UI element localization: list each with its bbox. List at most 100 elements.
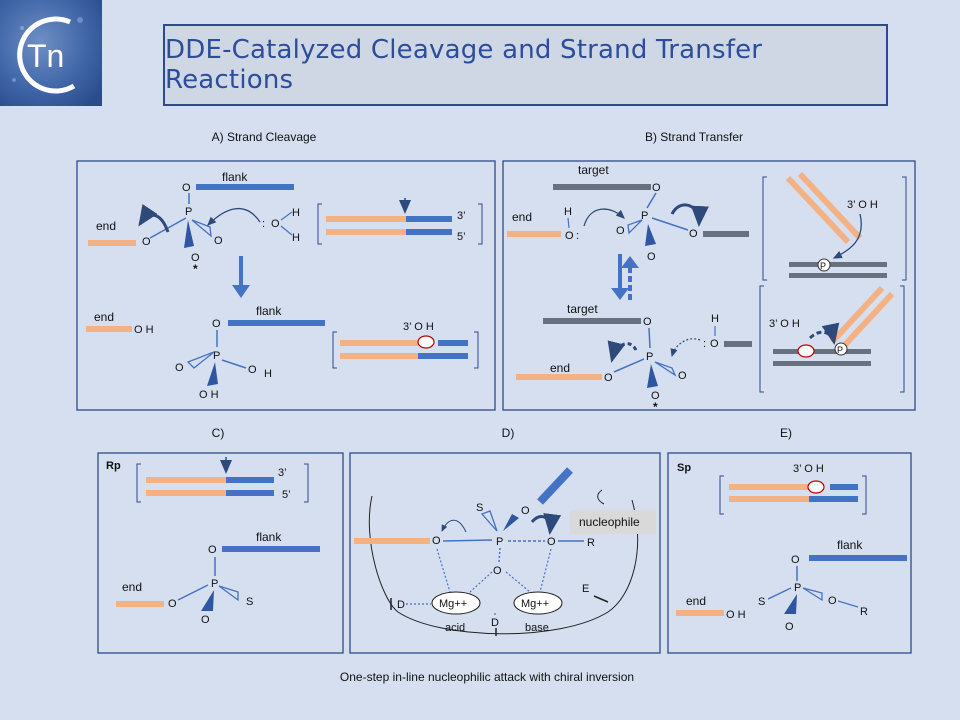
atom-s: S bbox=[246, 596, 253, 608]
label-base: base bbox=[525, 622, 549, 634]
panel-e-frame bbox=[667, 452, 912, 654]
colon: : bbox=[703, 338, 706, 350]
label-3prime-oh: 3’ O H bbox=[793, 463, 824, 475]
atom-o: O bbox=[651, 390, 660, 402]
atom-o: O bbox=[565, 230, 574, 242]
atom-o: O bbox=[604, 372, 613, 384]
atom-h: H bbox=[711, 313, 719, 325]
caption-e: E) bbox=[780, 426, 792, 440]
atom-o: O bbox=[652, 182, 661, 194]
label-end: end bbox=[512, 210, 532, 224]
atom-p: P bbox=[211, 578, 218, 590]
label-flank: flank bbox=[837, 538, 863, 552]
label-target: target bbox=[567, 302, 598, 316]
atom-h: H bbox=[564, 206, 572, 218]
atom-p: P bbox=[185, 206, 192, 218]
atom-o: O bbox=[248, 364, 257, 376]
atom-o: O bbox=[643, 316, 652, 328]
label-flank: flank bbox=[222, 170, 248, 184]
atom-o: O bbox=[791, 554, 800, 566]
label-3prime-oh: 3’ O H bbox=[403, 321, 434, 333]
atom-o: O bbox=[208, 544, 217, 556]
colon: : bbox=[576, 230, 579, 242]
label-sp: Sp bbox=[677, 462, 691, 474]
logo-text: Tn bbox=[27, 38, 64, 74]
label-3prime-oh: 3’ O H bbox=[847, 199, 878, 211]
atom-o: O bbox=[493, 565, 502, 577]
label-end: end bbox=[96, 219, 116, 233]
atom-o: O bbox=[616, 225, 625, 237]
atom-d: D bbox=[397, 599, 405, 611]
atom-d: D bbox=[491, 617, 499, 629]
atom-p: P bbox=[213, 350, 220, 362]
panel-d-frame bbox=[349, 452, 661, 654]
caption-a: A) Strand Cleavage bbox=[212, 130, 317, 144]
atom-o: O bbox=[175, 362, 184, 374]
strand-end bbox=[88, 240, 136, 246]
label-3prime: 3’ bbox=[457, 210, 466, 222]
atom-o: O bbox=[547, 536, 556, 548]
atom-o: O bbox=[182, 182, 191, 194]
panel-b-frame bbox=[502, 160, 916, 411]
atom-o: O bbox=[142, 236, 151, 248]
atom-o: O bbox=[710, 338, 719, 350]
label-rp: Rp bbox=[106, 460, 121, 472]
atom-h: H bbox=[292, 232, 300, 244]
atom-h: H bbox=[292, 207, 300, 219]
label-oh: O H bbox=[726, 609, 746, 621]
panel-c-frame bbox=[97, 452, 344, 654]
atom-o: O bbox=[201, 614, 210, 626]
atom-p: P bbox=[837, 345, 843, 355]
atom-s: S bbox=[476, 502, 483, 514]
atom-r: R bbox=[860, 606, 868, 618]
atom-o: O bbox=[432, 535, 441, 547]
atom-o: O bbox=[168, 598, 177, 610]
atom-o: O bbox=[214, 235, 223, 247]
atom-h: H bbox=[264, 368, 272, 380]
label-mg-base: Mg++ bbox=[521, 598, 549, 610]
label-3prime-oh: 3’ O H bbox=[769, 318, 800, 330]
label-end: end bbox=[94, 310, 114, 324]
atom-o: O bbox=[212, 318, 221, 330]
tn-logo: Tn bbox=[0, 0, 102, 106]
label-end: end bbox=[550, 361, 570, 375]
label-target: target bbox=[578, 163, 609, 177]
footer-note: One-step in-line nucleophilic attack wit… bbox=[340, 670, 634, 684]
caption-b: B) Strand Transfer bbox=[645, 130, 743, 144]
label-flank: flank bbox=[256, 304, 282, 318]
label-mg-acid: Mg++ bbox=[439, 598, 467, 610]
atom-p: P bbox=[496, 536, 503, 548]
star-label: * bbox=[653, 400, 658, 414]
atom-o: O bbox=[678, 370, 687, 382]
page-title: DDE-Catalyzed Cleavage and Strand Transf… bbox=[165, 35, 763, 95]
star-label: * bbox=[193, 262, 198, 276]
panel-a-frame bbox=[76, 160, 496, 411]
atom-p: P bbox=[646, 351, 653, 363]
atom-o: O bbox=[191, 252, 200, 264]
label-5prime: 5’ bbox=[282, 489, 291, 501]
label-end: end bbox=[122, 580, 142, 594]
atom-s: S bbox=[758, 596, 765, 608]
atom-o: O bbox=[521, 505, 530, 517]
colon: : bbox=[262, 218, 265, 230]
atom-p: P bbox=[820, 261, 826, 271]
label-5prime: 5’ bbox=[457, 231, 466, 243]
atom-e: E bbox=[582, 583, 589, 595]
atom-p: P bbox=[794, 582, 801, 594]
atom-p: P bbox=[641, 210, 648, 222]
label-oh: O H bbox=[134, 324, 154, 336]
label-acid: acid bbox=[445, 622, 465, 634]
atom-o: O bbox=[689, 228, 698, 240]
strand-flank bbox=[196, 184, 294, 190]
caption-c: C) bbox=[212, 426, 225, 440]
title-box: DDE-Catalyzed Cleavage and Strand Transf… bbox=[163, 24, 888, 106]
atom-o: O bbox=[828, 595, 837, 607]
atom-r: R bbox=[587, 537, 595, 549]
atom-o: O bbox=[647, 251, 656, 263]
atom-o: O bbox=[271, 218, 280, 230]
caption-d: D) bbox=[502, 426, 515, 440]
label-oh: O H bbox=[199, 389, 219, 401]
label-end: end bbox=[686, 594, 706, 608]
atom-o: O bbox=[785, 621, 794, 633]
